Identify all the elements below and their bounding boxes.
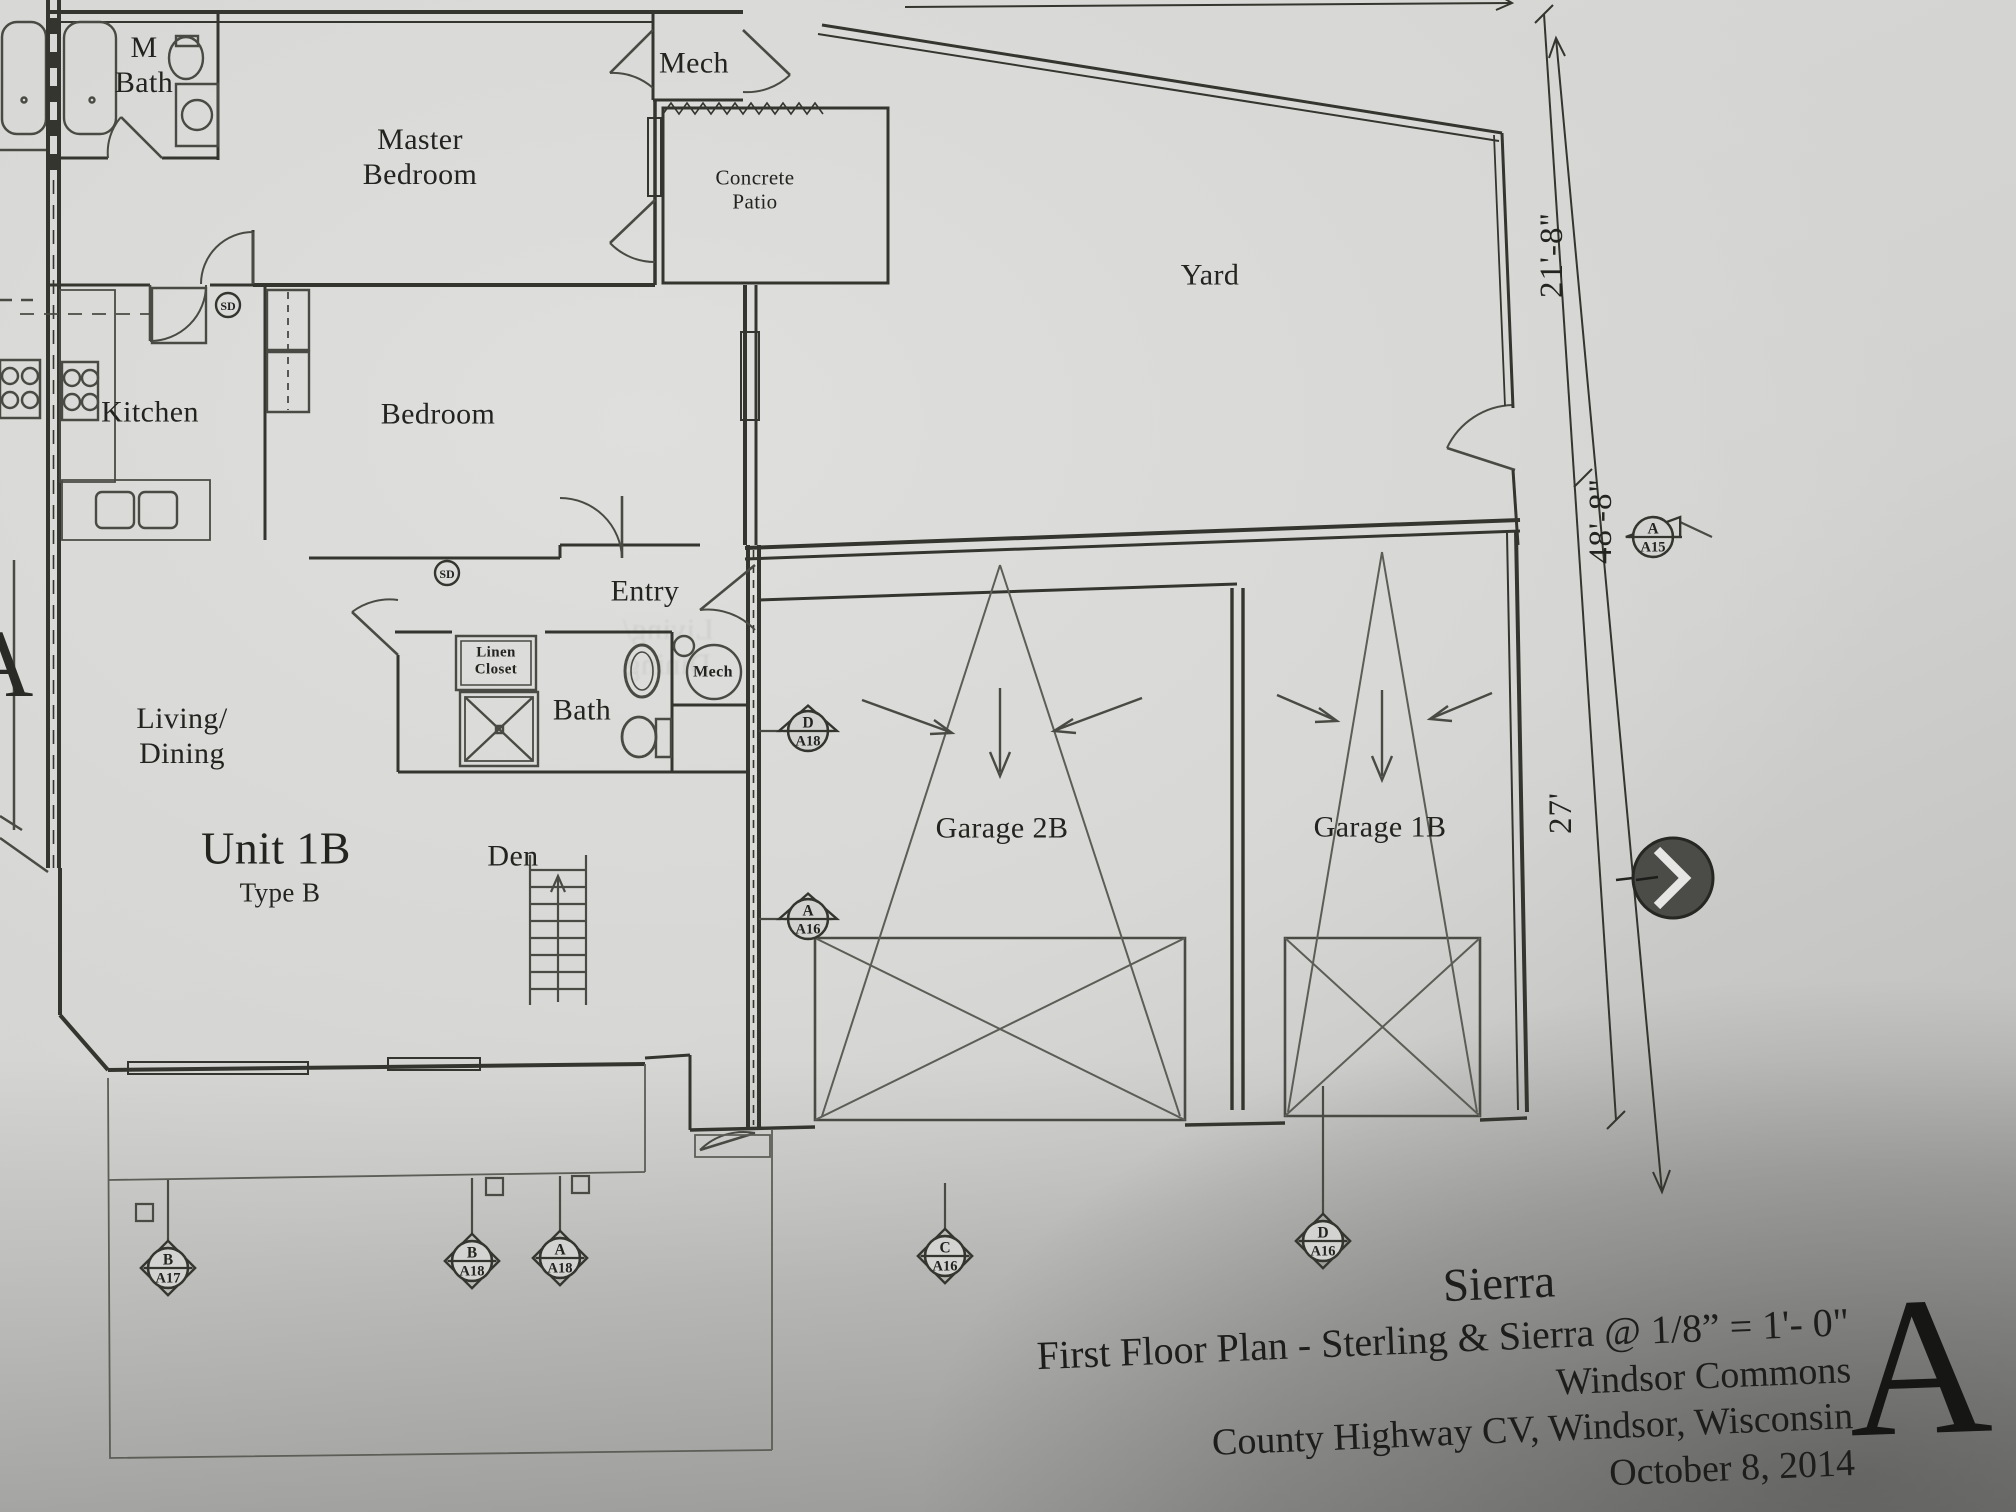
svg-text:A: A [1647,520,1658,537]
walls [48,12,888,1130]
smoke-detector-symbols: SD SD [216,293,459,585]
room-label-m-bath: M Bath [114,31,174,99]
callout-d-a18: D A18 [775,704,841,753]
svg-text:B: B [467,1244,477,1261]
sheet-letter: A [1844,1254,1995,1479]
room-label-mech-top: Mech [659,46,729,80]
smoke-detector-icon: SD [435,561,459,585]
svg-text:SD: SD [220,299,236,313]
svg-text:SD: SD [439,567,455,581]
dimension-overall-right: 48'-8" [1582,478,1619,564]
svg-text:D: D [802,714,813,731]
callout-d-a16: D A16 [1294,1212,1352,1270]
dimension-upper-right: 21'-8" [1533,212,1570,298]
garage-door-symbols [815,552,1492,1120]
svg-text:A16: A16 [1311,1244,1336,1260]
callout-b-a18: B A18 [443,1232,501,1290]
room-label-living-dining: Living/ Dining [136,702,228,770]
svg-text:A17: A17 [156,1271,181,1287]
svg-text:A: A [554,1241,565,1258]
dimension-lines [905,0,1670,1192]
svg-text:A15: A15 [1641,540,1666,556]
neighbor-unit-letter: A [0,616,33,712]
door-swings [108,30,1515,1150]
yard-fence [818,25,1518,545]
party-wall [48,0,59,868]
room-label-concrete-patio: Concrete Patio [715,165,795,214]
callout-c-a16: C A16 [916,1227,974,1285]
key-plan-chevron-icon [1616,838,1713,918]
room-label-kitchen: Kitchen [101,395,199,429]
title-block: Sierra First Floor Plan - Sterling & Sie… [1034,1241,1856,1512]
callout-a-a16: A A16 [775,892,841,941]
fixtures [20,22,741,766]
callout-b-a17: B A17 [139,1239,197,1297]
neighbor-unit-linework [0,22,48,872]
svg-text:D: D [1317,1224,1328,1241]
svg-text:A18: A18 [796,734,821,750]
dimension-lower-right: 27' [1542,792,1579,834]
smoke-detector-icon: SD [216,293,240,317]
svg-text:B: B [163,1251,173,1268]
callout-leaders [168,522,1712,1241]
callout-a-a15: A A15 [1625,515,1682,559]
garage-walls [690,520,1527,1130]
room-label-mech-small: Mech [693,663,733,681]
room-label-linen-closet: Linen Closet [474,644,518,678]
svg-text:A16: A16 [933,1259,958,1275]
unit-name-label: Unit 1B [201,822,351,874]
room-label-yard: Yard [1180,258,1240,292]
room-label-garage-1b: Garage 1B [1313,810,1447,844]
room-label-bedroom: Bedroom [380,397,496,431]
svg-text:A: A [802,902,813,919]
porch-lines [108,1064,772,1458]
room-label-master-bedroom: Master Bedroom [362,123,478,191]
callout-a-a18: A A18 [531,1229,589,1287]
room-label-garage-2b: Garage 2B [935,811,1069,845]
unit-type-label: Type B [239,877,321,908]
stairs [530,855,586,1005]
room-label-entry: Entry [610,574,680,608]
svg-text:C: C [939,1239,950,1256]
room-label-living-dining-ghost: Living/ Dining [622,613,714,681]
room-label-bath: Bath [552,693,612,727]
svg-text:A18: A18 [460,1264,485,1280]
room-label-den: Den [487,839,539,873]
svg-text:A16: A16 [796,922,821,938]
svg-text:A18: A18 [548,1261,573,1277]
